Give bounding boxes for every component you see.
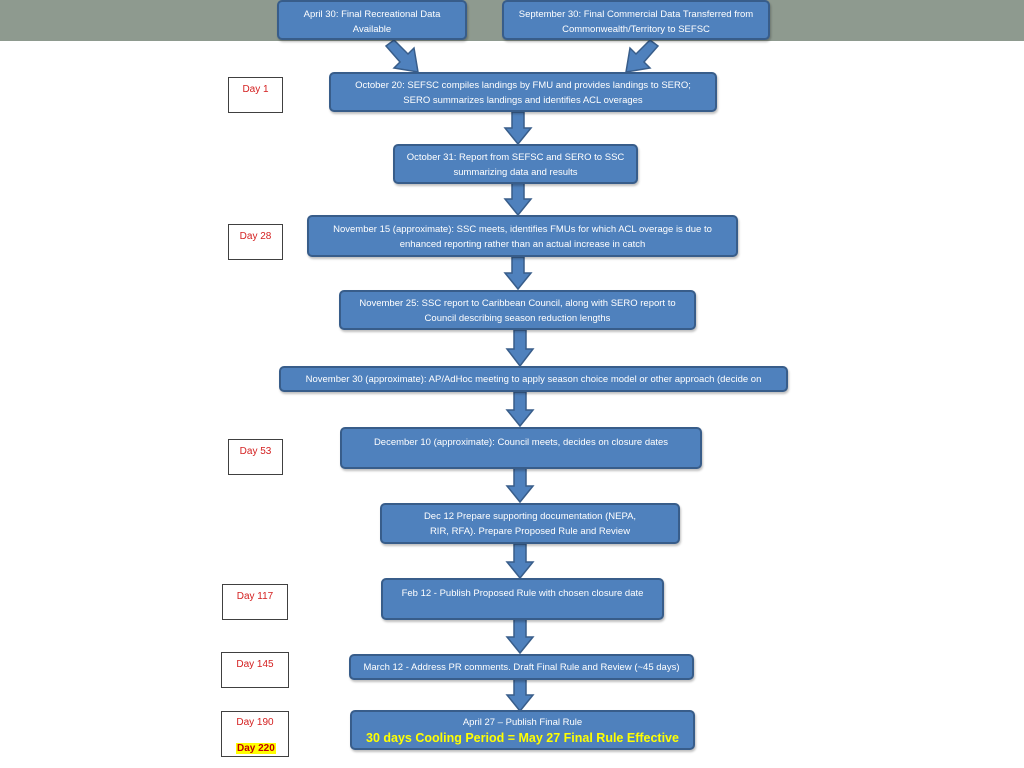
step-dec12-box: Dec 12 Prepare supporting documentation … [380, 503, 680, 544]
step-oct20-text: October 20: SEFSC compiles landings by F… [355, 80, 691, 106]
step-nov15-box: November 15 (approximate): SSC meets, id… [307, 215, 738, 257]
step-oct31-text: October 31: Report from SEFSC and SERO t… [406, 152, 625, 178]
day-53-label: Day 53 [228, 439, 283, 475]
step-oct20-box: October 20: SEFSC compiles landings by F… [329, 72, 717, 112]
day-145-label: Day 145 [221, 652, 289, 688]
day-117-label: Day 117 [222, 584, 288, 620]
day-220-label: Day 220 [236, 743, 276, 754]
step-feb12-text: Feb 12 - Publish Proposed Rule with chos… [401, 588, 644, 599]
step-dec12-text: Dec 12 Prepare supporting documentation … [423, 511, 637, 537]
step-dec10-box: December 10 (approximate): Council meets… [340, 427, 702, 469]
cooling-period-text: 30 days Cooling Period = May 27 Final Ru… [366, 731, 679, 745]
down-arrow-icon [505, 329, 535, 368]
down-arrow-icon [503, 182, 533, 217]
step-apr30-text: April 30: Final Recreational Data Availa… [303, 9, 441, 35]
step-nov30-text: November 30 (approximate): AP/AdHoc meet… [305, 374, 762, 385]
step-mar12-text: March 12 - Address PR comments. Draft Fi… [363, 662, 680, 673]
down-arrow-icon [505, 543, 535, 580]
step-mar12-box: March 12 - Address PR comments. Draft Fi… [349, 654, 694, 680]
step-oct31-box: October 31: Report from SEFSC and SERO t… [393, 144, 638, 184]
step-nov15-text: November 15 (approximate): SSC meets, id… [333, 224, 712, 250]
diagonal-arrow-icon [384, 39, 419, 73]
down-arrow-icon [505, 467, 535, 504]
step-apr27-text: April 27 – Publish Final Rule [462, 717, 583, 728]
step-nov25-box: November 25: SSC report to Caribbean Cou… [339, 290, 696, 330]
step-nov25-text: November 25: SSC report to Caribbean Cou… [359, 298, 676, 324]
down-arrow-icon [505, 391, 535, 428]
step-nov30-box: November 30 (approximate): AP/AdHoc meet… [279, 366, 788, 392]
step-feb12-box: Feb 12 - Publish Proposed Rule with chos… [381, 578, 664, 620]
day-1-label: Day 1 [228, 77, 283, 113]
step-sep30-box: September 30: Final Commercial Data Tran… [502, 0, 770, 40]
step-sep30-text: September 30: Final Commercial Data Tran… [518, 9, 754, 35]
down-arrow-icon [503, 111, 533, 146]
step-apr30-box: April 30: Final Recreational Data Availa… [277, 0, 467, 40]
down-arrow-icon [505, 618, 535, 655]
down-arrow-icon [505, 678, 535, 713]
step-apr27-box: April 27 – Publish Final Rule 30 days Co… [350, 710, 695, 750]
day-28-label: Day 28 [228, 224, 283, 260]
down-arrow-icon [503, 256, 533, 291]
diagonal-arrow-icon [625, 39, 660, 73]
step-dec10-text: December 10 (approximate): Council meets… [373, 437, 669, 448]
